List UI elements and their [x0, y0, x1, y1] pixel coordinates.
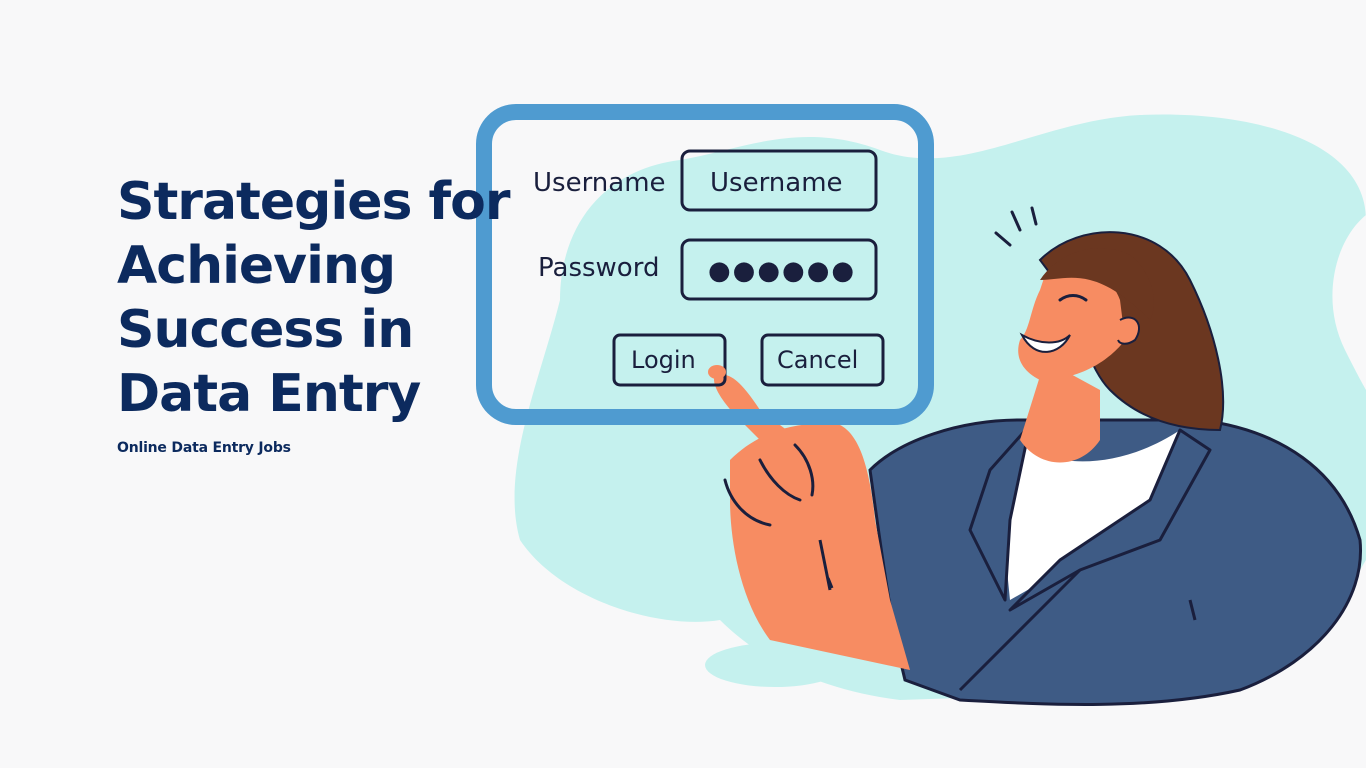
eye	[1058, 294, 1088, 302]
floor-shadow	[705, 643, 845, 687]
password-label: Password	[538, 253, 659, 283]
hero-title: Strategies for Achieving Success in Data…	[117, 172, 511, 424]
blazer-seam	[958, 568, 1082, 692]
hero-subtitle: Online Data Entry Jobs	[117, 440, 291, 456]
background-blob-right	[1332, 215, 1366, 390]
cancel-button[interactable]	[760, 333, 885, 387]
hand-fingers	[723, 443, 815, 527]
password-value: ●●●●●●	[708, 256, 856, 286]
fingertip	[708, 365, 726, 379]
neck	[1020, 360, 1100, 463]
hair-fringe	[1040, 248, 1154, 320]
excitement-marks	[994, 206, 1038, 247]
mouth	[1019, 332, 1071, 353]
lapel-right	[1008, 428, 1212, 612]
username-label: Username	[533, 168, 666, 198]
password-field[interactable]	[680, 238, 878, 301]
arm-outline	[818, 539, 834, 591]
shirt	[1000, 430, 1180, 600]
ear	[1117, 316, 1140, 345]
cancel-button-label: Cancel	[777, 346, 858, 374]
username-field[interactable]	[680, 149, 878, 212]
login-button[interactable]	[612, 333, 727, 387]
username-value: Username	[710, 168, 843, 198]
login-button-label: Login	[631, 346, 696, 374]
blazer-crease	[1188, 599, 1197, 621]
login-frame	[476, 104, 934, 425]
